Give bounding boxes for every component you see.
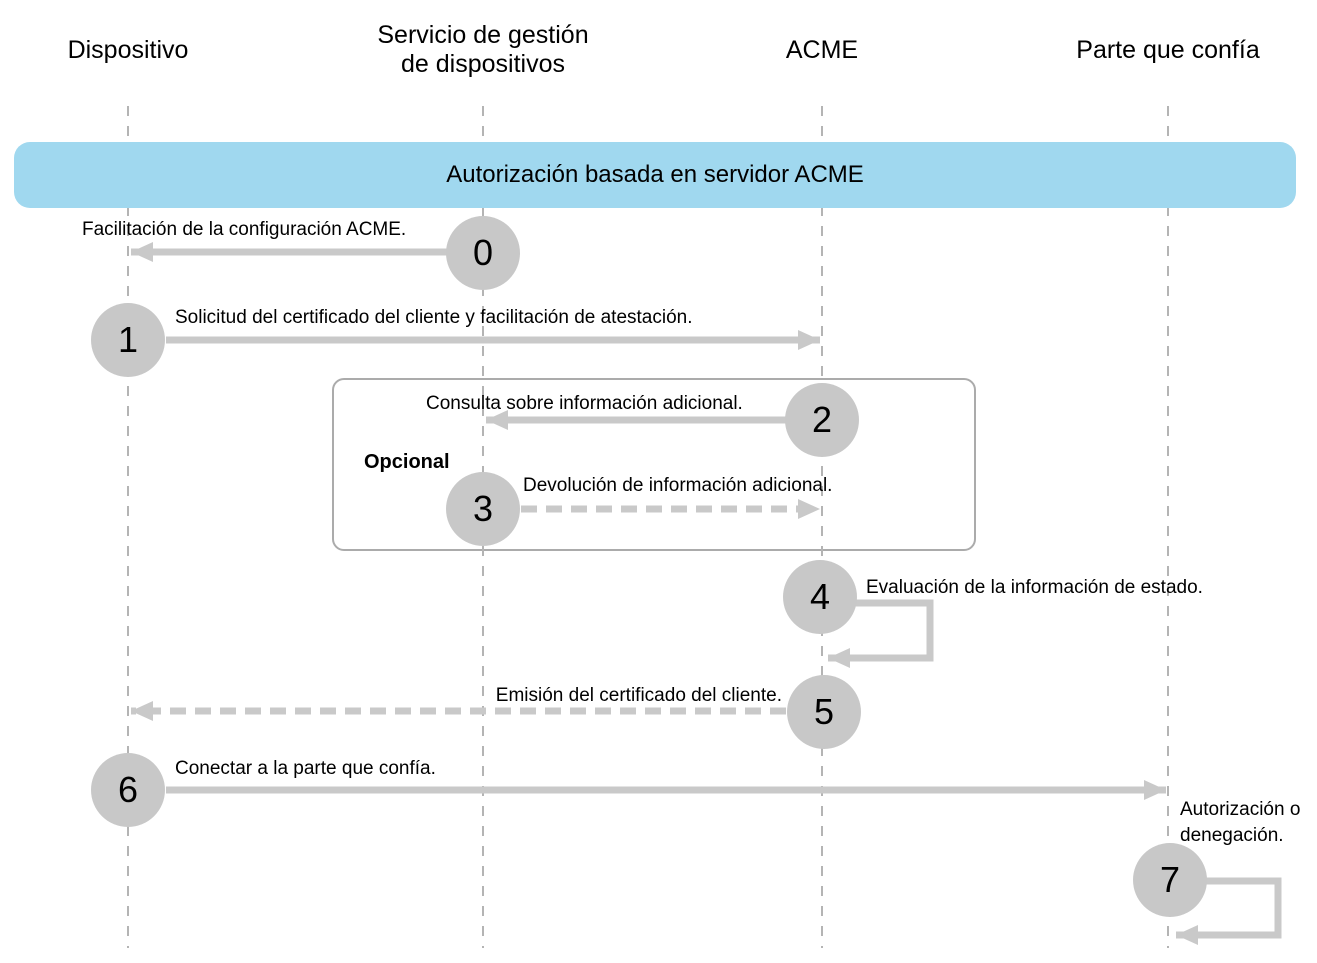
step-label-0: Facilitación de la configuración ACME. [82, 219, 407, 240]
step-circle-5: 5 [787, 675, 861, 749]
step-circle-6: 6 [91, 753, 165, 827]
step-circle-2: 2 [785, 383, 859, 457]
lifeline-header-acme: ACME [785, 36, 859, 64]
title-banner-label: Autorización basada en servidor ACME [446, 161, 864, 188]
optional-group-label: Opcional [364, 451, 450, 473]
step-circle-0: 0 [446, 216, 520, 290]
step-label-3: Devolución de información adicional. [523, 475, 833, 496]
step-label-4: Evaluación de la información de estado. [866, 577, 1203, 598]
step-circle-4: 4 [783, 560, 857, 634]
step-circle-3: 3 [446, 472, 520, 546]
step-label-7: Autorización o denegación. [1180, 799, 1301, 846]
step-label-1: Solicitud del certificado del cliente y … [175, 307, 693, 328]
step-label-5: Emisión del certificado del cliente. [495, 685, 782, 706]
step-circle-7: 7 [1133, 843, 1207, 917]
step-label-6: Conectar a la parte que confía. [175, 758, 436, 779]
lifeline-header-parte-que-confia: Parte que confía [1076, 36, 1260, 64]
step-circle-1: 1 [91, 303, 165, 377]
lifeline-header-dispositivo: Dispositivo [67, 36, 189, 64]
lifeline-header-servicio-gestion: Servicio de gestión de dispositivos [377, 21, 589, 78]
optional-group-box [332, 378, 976, 551]
step-label-2: Consulta sobre información adicional. [426, 393, 743, 414]
arrow-step-4-self-loop [828, 599, 934, 668]
arrow-step-7-self-loop [1176, 877, 1282, 945]
title-banner: Autorización basada en servidor ACME [14, 142, 1296, 208]
